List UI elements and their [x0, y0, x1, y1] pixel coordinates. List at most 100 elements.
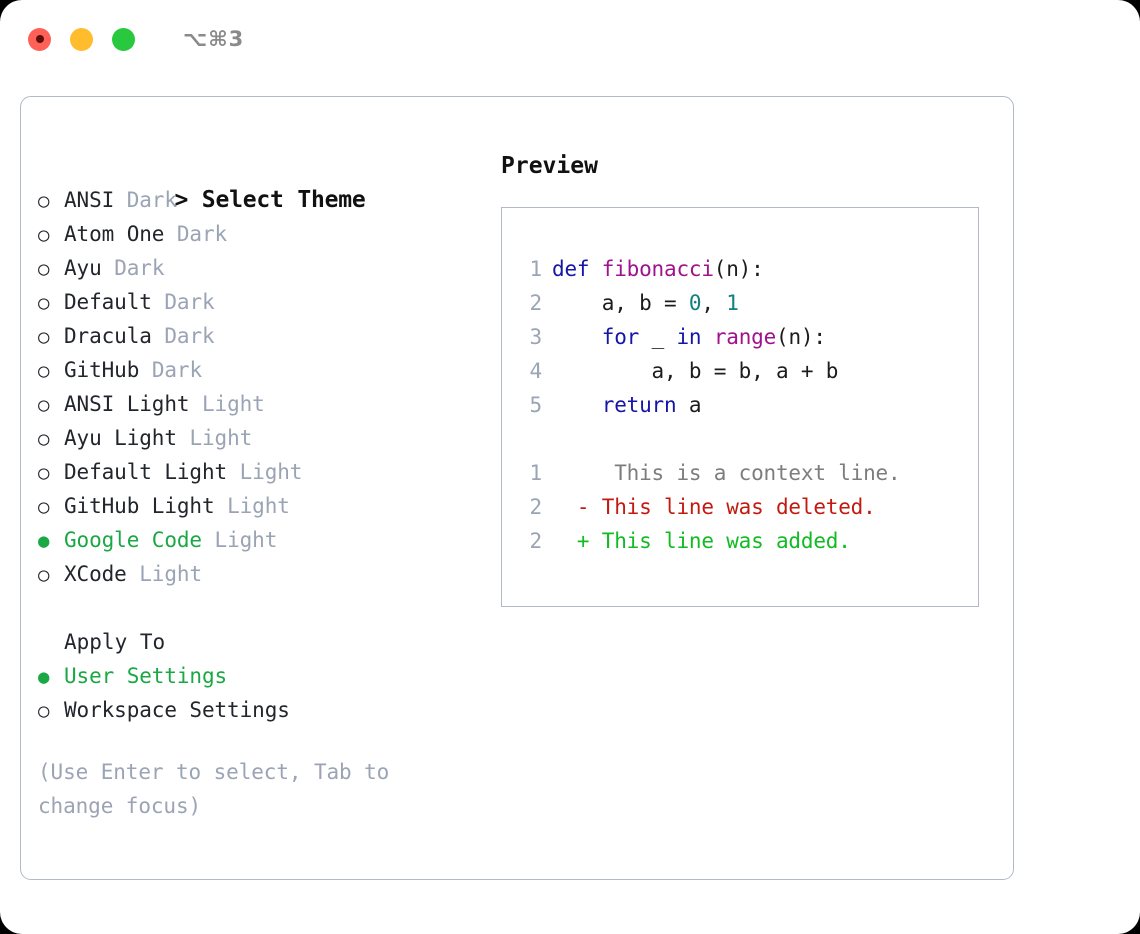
apply-to-option-user-settings[interactable]: ● User Settings — [38, 659, 498, 693]
keyboard-hint: (Use Enter to select, Tab to change focu… — [38, 760, 390, 818]
code-token-txt: _ — [639, 325, 677, 349]
code-token-kw: return — [601, 393, 677, 417]
theme-option-kind-badge: Dark — [114, 256, 165, 280]
theme-option-kind-badge: Light — [189, 426, 253, 450]
code-token-txt — [552, 325, 602, 349]
theme-option-github[interactable]: ○GitHub Dark — [38, 353, 498, 387]
theme-option-ansi-light[interactable]: ○ANSI Light Light — [38, 387, 498, 421]
radio-unselected-icon: ○ — [38, 258, 50, 280]
diff-sample: 1 This is a context line. 2 - This line w… — [516, 456, 978, 558]
radio-unselected-icon: ○ — [38, 564, 50, 586]
radio-unselected-icon: ○ — [38, 292, 50, 314]
code-token-txt — [701, 325, 713, 349]
radio-unselected-icon: ○ — [38, 496, 50, 518]
line-number: 1 — [529, 257, 543, 281]
radio-unselected-icon: ○ — [38, 394, 50, 416]
theme-option-name: ANSI Light — [64, 392, 202, 416]
code-token-txt: , — [701, 291, 727, 315]
theme-option-name: Atom One — [64, 222, 177, 246]
theme-option-name: Default — [64, 290, 165, 314]
theme-option-kind-badge: Light — [139, 562, 202, 586]
radio-selected-icon: ● — [38, 530, 50, 552]
line-number: 4 — [529, 359, 543, 383]
close-button[interactable] — [28, 27, 51, 51]
theme-option-name: GitHub — [64, 358, 152, 382]
apply-to-option-name: User Settings — [64, 664, 228, 688]
code-line: 5 return a — [516, 388, 978, 422]
code-token-txt: a, b = — [552, 291, 689, 315]
theme-list: ○ ANSI Dark ○ Atom One Dark ○ Ayu Dark ○ Defaul… — [38, 183, 498, 591]
radio-selected-icon: ● — [38, 666, 50, 688]
prompt-caret-icon: > — [174, 187, 189, 213]
code-token-num: 0 — [688, 291, 702, 315]
code-diff-separator — [516, 422, 978, 456]
theme-option-ayu-light[interactable]: ○ Ayu Light Light — [38, 421, 498, 455]
diff-marker: - — [552, 495, 590, 519]
radio-unselected-icon: ○ — [38, 360, 50, 382]
code-token-txt: (n): — [776, 325, 826, 349]
theme-option-ayu[interactable]: ○ Ayu Dark — [38, 251, 498, 285]
radio-unselected-icon: ○ — [38, 700, 50, 722]
line-number: 2 — [529, 495, 543, 519]
select-theme-heading-label: Select Theme — [201, 187, 366, 213]
radio-unselected-icon: ○ — [38, 428, 50, 450]
theme-option-default-light[interactable]: ○ Default Light Light — [38, 455, 498, 489]
code-token-kw: for — [601, 325, 640, 349]
diff-line-add: 2 + This line was added. — [516, 524, 978, 558]
theme-option-atom-one[interactable]: ○ Atom One Dark — [38, 217, 498, 251]
code-token-fn: range — [713, 325, 777, 349]
code-line: 3 for _ in range(n): — [516, 320, 978, 354]
theme-option-kind-badge: Dark — [176, 222, 228, 246]
diff-text: This is a context line. — [589, 461, 901, 485]
diff-marker — [552, 461, 589, 485]
radio-unselected-icon: ○ — [38, 326, 50, 348]
theme-option-name: ANSI — [64, 188, 127, 212]
theme-option-name: Ayu — [64, 256, 115, 280]
theme-option-kind-badge: Dark — [164, 290, 215, 314]
line-number: 2 — [529, 291, 543, 315]
theme-option-name: Dracula — [64, 324, 165, 348]
code-token-txt — [552, 393, 602, 417]
list-gap — [38, 591, 498, 625]
diff-marker: + — [552, 529, 590, 553]
minimize-button[interactable] — [70, 27, 93, 51]
select-theme-heading: > Select Theme — [38, 149, 498, 213]
theme-option-kind-badge: Light — [214, 528, 278, 552]
radio-unselected-icon: ○ — [38, 462, 50, 484]
code-line: 2 a, b = 0, 1 — [516, 286, 978, 320]
code-token-kw: in — [676, 325, 702, 349]
window-controls — [28, 27, 135, 51]
theme-option-name: Ayu Light — [64, 426, 190, 450]
theme-option-dracula[interactable]: ○ Dracula Dark — [38, 319, 498, 353]
theme-option-xcode[interactable]: ○XCode Light — [38, 557, 498, 591]
theme-option-name: GitHub Light — [64, 494, 228, 518]
theme-option-kind-badge: Light — [239, 460, 303, 484]
code-token-num: 1 — [726, 291, 739, 315]
apply-to-list: ● User Settings ○ Workspace Settings — [38, 659, 498, 727]
theme-option-ansi[interactable]: ○ ANSI Dark — [38, 183, 498, 217]
radio-unselected-icon: ○ — [38, 190, 50, 212]
keyboard-shortcut-label: ⌥⌘3 — [183, 27, 245, 51]
line-number: 1 — [529, 461, 543, 485]
radio-unselected-icon: ○ — [38, 224, 50, 246]
diff-text: This line was added. — [589, 529, 851, 553]
theme-option-kind-badge: Dark — [126, 188, 177, 212]
theme-option-google-code[interactable]: ●Google Code Light — [38, 523, 498, 557]
theme-option-kind-badge: Dark — [164, 324, 215, 348]
theme-picker-column: > Select Theme ○ANSI Dark○Atom One Dark○… — [38, 149, 498, 823]
line-number: 5 — [529, 393, 543, 417]
theme-option-github-light[interactable]: ○ GitHub Light Light — [38, 489, 498, 523]
apply-to-option-workspace-settings[interactable]: ○ Workspace Settings — [38, 693, 498, 727]
theme-option-default[interactable]: ○ Default Dark — [38, 285, 498, 319]
diff-line-del: 2 - This line was deleted. — [516, 490, 978, 524]
theme-option-name: Default Light — [64, 460, 240, 484]
apply-to-option-name: Workspace Settings — [64, 698, 290, 722]
main-panel: > Select Theme ○ANSI Dark○Atom One Dark○… — [20, 96, 1014, 880]
maximize-button[interactable] — [112, 27, 135, 51]
theme-option-kind-badge: Light — [227, 494, 290, 518]
